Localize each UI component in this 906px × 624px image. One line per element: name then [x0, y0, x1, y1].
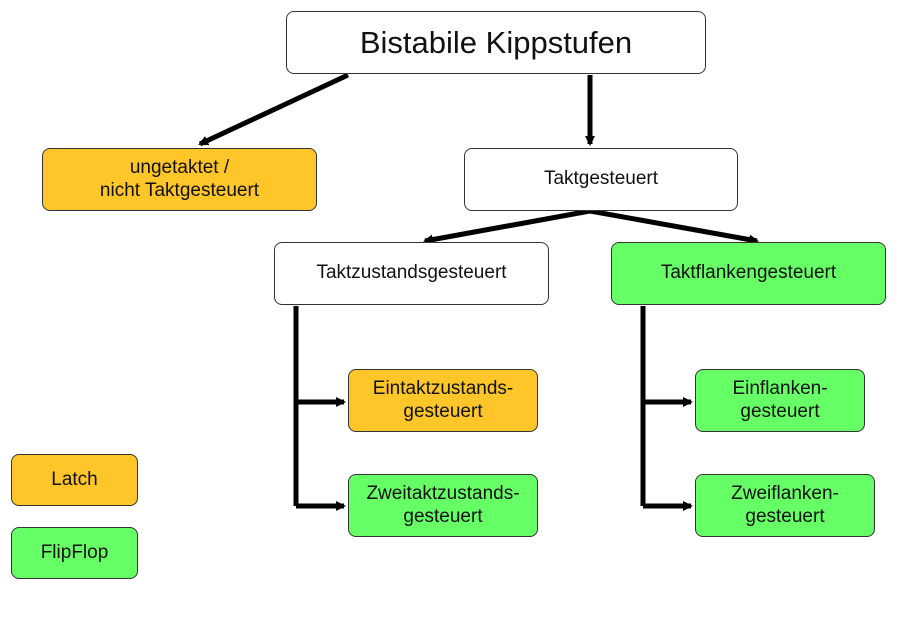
node-label: Bistabile Kippstufen	[359, 24, 633, 60]
node-label: Zweiflanken- gesteuert	[731, 482, 839, 527]
node-ungetaktet: ungetaktet / nicht Taktgesteuert	[42, 148, 317, 211]
node-eintaktzustandsgesteuert: Eintaktzustands- gesteuert	[348, 369, 538, 432]
node-label: Zweitaktzustands- gesteuert	[366, 482, 520, 527]
node-einflankengesteuert: Einflanken- gesteuert	[695, 369, 865, 432]
node-taktzustandsgesteuert: Taktzustandsgesteuert	[274, 242, 549, 305]
legend-latch: Latch	[11, 454, 138, 506]
node-label: ungetaktet / nicht Taktgesteuert	[99, 156, 260, 201]
arrow-takt-to-taktzustand	[423, 208, 591, 245]
arrow-root-to-ungetaktet	[198, 72, 350, 147]
node-zweiflankengesteuert: Zweiflanken- gesteuert	[695, 474, 875, 537]
node-taktgesteuert: Taktgesteuert	[464, 148, 738, 211]
node-label: Taktflankengesteuert	[660, 262, 837, 284]
legend-label: Latch	[51, 468, 98, 490]
node-label: Einflanken- gesteuert	[732, 377, 828, 422]
node-taktflankengesteuert: Taktflankengesteuert	[611, 242, 886, 305]
node-label: Taktzustandsgesteuert	[316, 262, 507, 284]
node-label: Eintaktzustands- gesteuert	[372, 377, 514, 422]
node-bistabile-kippstufen: Bistabile Kippstufen	[286, 11, 706, 74]
legend-flipflop: FlipFlop	[11, 527, 138, 579]
arrow-takt-to-taktflanken	[589, 208, 759, 245]
node-zweitaktzustandsgesteuert: Zweitaktzustands- gesteuert	[348, 474, 538, 537]
legend-label: FlipFlop	[40, 541, 109, 563]
node-label: Taktgesteuert	[543, 168, 659, 190]
